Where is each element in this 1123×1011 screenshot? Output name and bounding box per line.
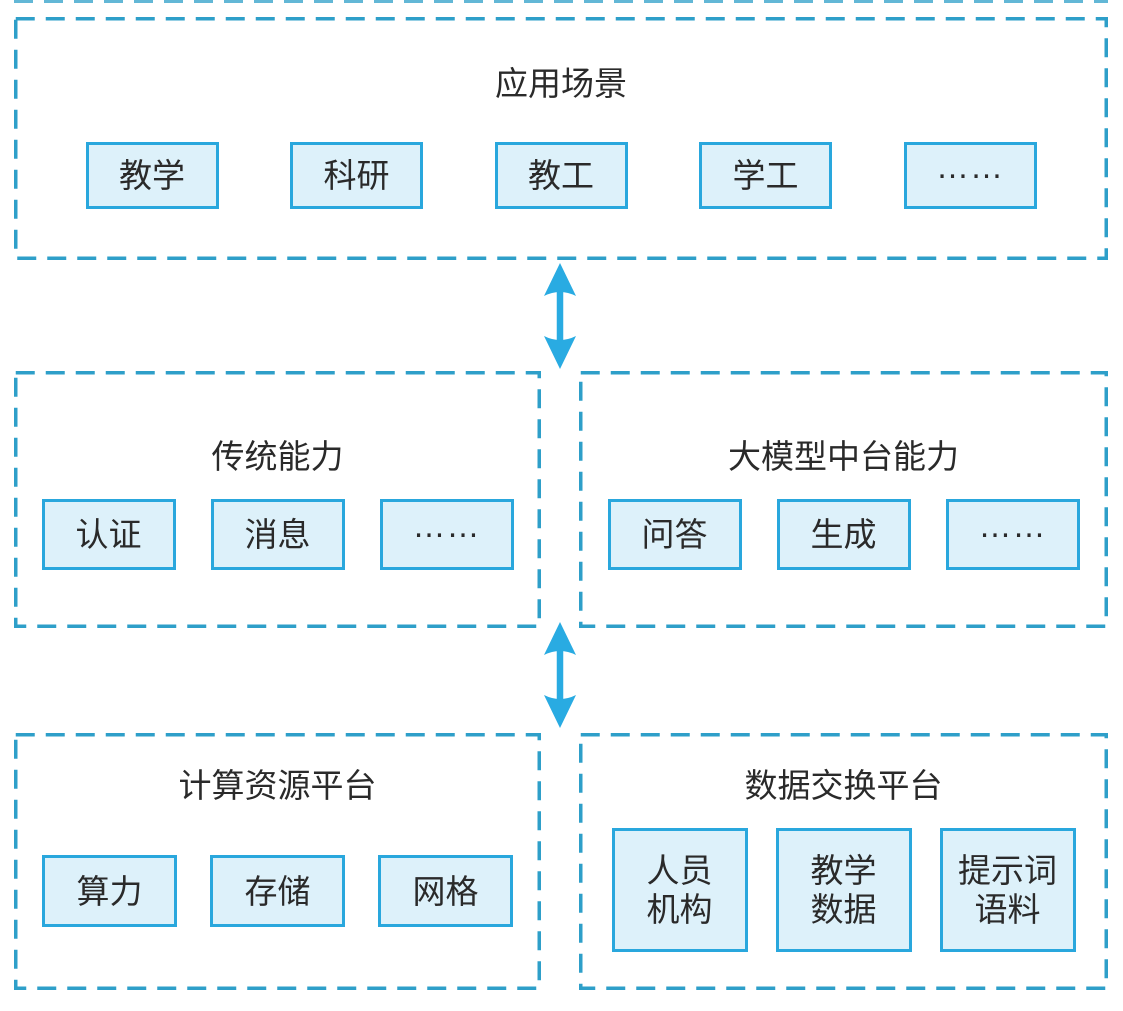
chip-messaging: 消息 <box>210 499 345 570</box>
chip-ellipsis: …… <box>379 499 514 570</box>
chip-label: 问答 <box>641 516 708 553</box>
chip-label-line2: 语料 <box>974 891 1041 928</box>
panel-title: 传统能力 <box>211 438 344 475</box>
panel-data-exchange-platform: 数据交换平台 人员 机构 教学 数据 提示词 语料 <box>579 733 1108 990</box>
chip-label: 认证 <box>75 516 142 553</box>
panel-application-scenarios: 应用场景 教学 科研 教工 学工 …… <box>14 17 1108 260</box>
panel-title: 大模型中台能力 <box>728 438 959 475</box>
chip-personnel-org: 人员 机构 <box>611 828 748 952</box>
chip-ellipsis: …… <box>903 142 1037 209</box>
chip-storage: 存储 <box>210 855 345 927</box>
chip-label: 教学 <box>119 157 185 194</box>
dashed-border <box>14 371 541 628</box>
chip-label-line2: 机构 <box>646 891 713 928</box>
chip-label: …… <box>412 506 481 544</box>
chip-network-grid: 网格 <box>378 855 513 927</box>
panel-title: 应用场景 <box>495 65 627 102</box>
dashed-border <box>14 17 1108 260</box>
panel-llm-middle-platform-capabilities: 大模型中台能力 问答 生成 …… <box>579 371 1108 628</box>
chip-authentication: 认证 <box>41 499 176 570</box>
chip-qa: 问答 <box>607 499 742 570</box>
chip-label: 算力 <box>76 872 143 910</box>
chip-label-line1: 人员 <box>646 852 713 889</box>
chip-teaching: 教学 <box>85 142 219 209</box>
panel-traditional-capabilities: 传统能力 认证 消息 …… <box>14 371 541 628</box>
chip-label: 网格 <box>412 872 479 910</box>
chip-prompt-corpus: 提示词 语料 <box>939 828 1076 952</box>
chip-student-affairs: 学工 <box>699 142 832 209</box>
chip-label: 教工 <box>528 157 594 194</box>
panel-computing-resource-platform: 计算资源平台 算力 存储 网格 <box>14 733 541 990</box>
chip-label: 生成 <box>810 516 877 553</box>
panel-title: 计算资源平台 <box>178 767 377 804</box>
chip-label: …… <box>936 147 1004 185</box>
chip-research: 科研 <box>290 142 423 209</box>
chip-row: 认证 消息 …… <box>14 499 541 570</box>
chip-label: 学工 <box>732 157 799 194</box>
chip-label: 消息 <box>244 516 311 553</box>
chip-label-line1: 教学 <box>810 852 877 889</box>
chip-label: 科研 <box>323 157 390 194</box>
vertical-double-arrow-icon <box>544 622 576 728</box>
chip-teaching-data: 教学 数据 <box>775 828 912 952</box>
chip-ellipsis: …… <box>945 499 1080 570</box>
chip-row: 人员 机构 教学 数据 提示词 语料 <box>579 828 1108 952</box>
panel-title: 数据交换平台 <box>744 767 943 804</box>
chip-label-line1: 提示词 <box>958 852 1057 889</box>
vertical-double-arrow-icon <box>544 263 576 369</box>
chip-computing-power: 算力 <box>42 855 177 927</box>
chip-label: 存储 <box>244 872 311 910</box>
chip-row: 教学 科研 教工 学工 …… <box>14 142 1108 209</box>
cropped-dash-artifact <box>14 0 1108 3</box>
chip-generation: 生成 <box>776 499 911 570</box>
chip-label: …… <box>978 506 1047 544</box>
chip-row: 算力 存储 网格 <box>14 855 541 927</box>
chip-label-line2: 数据 <box>810 891 877 928</box>
chip-row: 问答 生成 …… <box>579 499 1108 570</box>
dashed-border <box>14 733 541 990</box>
chip-faculty: 教工 <box>494 142 628 209</box>
